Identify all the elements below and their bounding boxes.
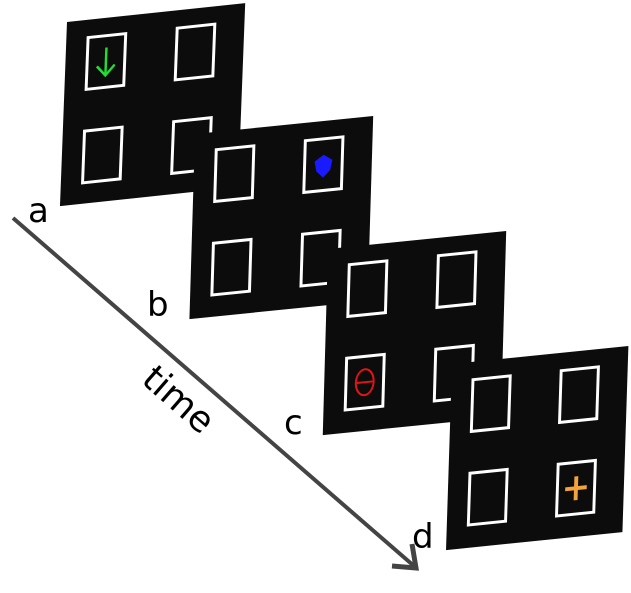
label-d: d bbox=[412, 517, 434, 557]
time-label: time bbox=[134, 358, 222, 442]
box-top-right bbox=[173, 22, 217, 82]
panel-b bbox=[189, 115, 374, 320]
box-bottom-right bbox=[554, 458, 597, 518]
blue-shield-icon bbox=[314, 154, 333, 178]
label-b: b bbox=[147, 285, 169, 325]
box-top-right bbox=[435, 250, 478, 310]
box-top-left bbox=[346, 259, 389, 319]
box-bottom-left bbox=[81, 125, 124, 185]
box-top-right bbox=[302, 135, 345, 195]
label-a: a bbox=[28, 191, 49, 231]
box-top-left bbox=[469, 374, 512, 434]
plus-icon bbox=[565, 476, 587, 501]
panel-d bbox=[446, 345, 629, 551]
box-top-left bbox=[213, 144, 256, 204]
box-top-left bbox=[84, 31, 128, 91]
box-bottom-left bbox=[210, 237, 253, 297]
theta-icon bbox=[354, 368, 375, 397]
label-c: c bbox=[284, 403, 303, 443]
box-top-right bbox=[558, 365, 600, 425]
down-arrow-icon bbox=[95, 47, 116, 78]
time-arrow bbox=[11, 216, 419, 571]
box-bottom-left bbox=[466, 467, 509, 527]
box-bottom-left bbox=[343, 352, 386, 412]
